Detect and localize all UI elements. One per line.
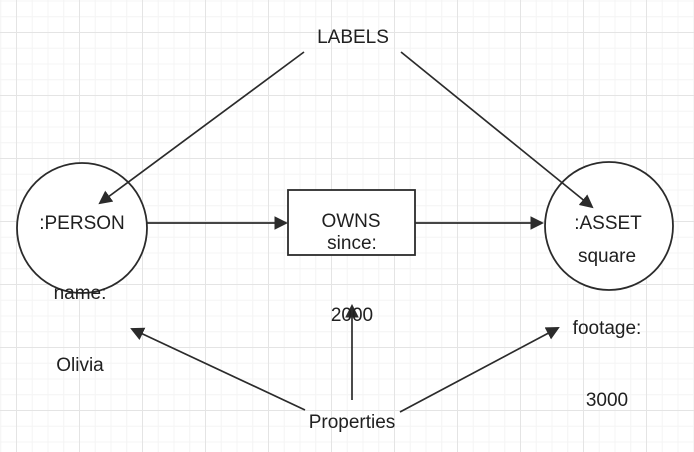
footage-property-line-1: square xyxy=(577,246,637,267)
properties-to-footage-arrow[interactable] xyxy=(399,327,560,413)
labels-to-person-arrow[interactable] xyxy=(98,51,305,205)
properties-annotation[interactable]: Properties xyxy=(308,412,396,433)
since-property-line-2: 2000 xyxy=(330,305,374,326)
owns-relationship-label[interactable]: OWNS xyxy=(321,211,381,232)
name-property-line-1: name: xyxy=(53,283,107,304)
properties-to-name-arrow[interactable] xyxy=(130,327,306,411)
owns-relationship-box[interactable] xyxy=(287,189,416,256)
footage-property-text[interactable]: square footage: 3000 xyxy=(573,197,642,452)
asset-node-label[interactable]: :ASSET xyxy=(574,213,642,234)
person-node-label[interactable]: :PERSON xyxy=(39,213,125,234)
footage-property-line-3: 3000 xyxy=(585,390,629,411)
footage-property-line-2: footage: xyxy=(572,318,642,339)
since-property-line-1: since: xyxy=(327,233,377,254)
since-property-text[interactable]: since: 2000 xyxy=(327,184,377,376)
name-property-text[interactable]: name: Olivia xyxy=(54,234,107,426)
labels-annotation[interactable]: LABELS xyxy=(317,27,389,48)
labels-to-asset-arrow[interactable] xyxy=(400,51,594,209)
person-node-circle[interactable] xyxy=(16,162,148,294)
name-property-line-2: Olivia xyxy=(56,355,104,376)
